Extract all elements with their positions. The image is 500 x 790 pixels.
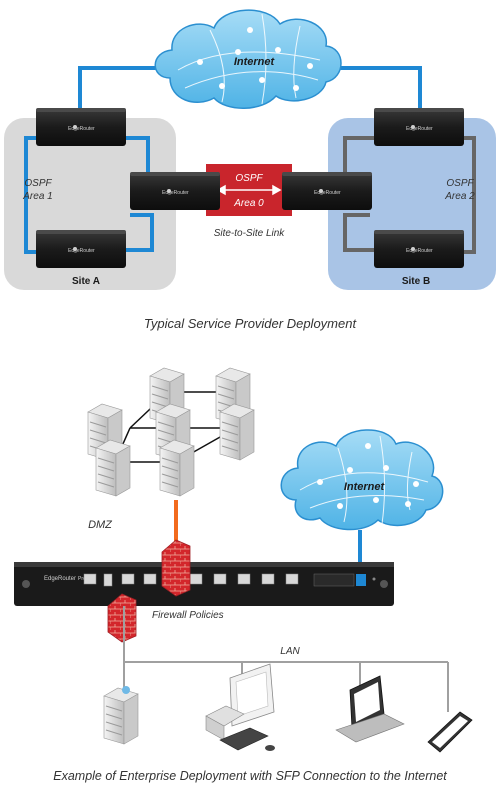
ospf-area1-label-line1: OSPF	[24, 178, 52, 189]
router-site-a-bottom: EdgeRouter	[36, 230, 126, 268]
dmz-label: DMZ	[88, 519, 113, 531]
router-site-b-top: EdgeRouter	[374, 108, 464, 146]
site-b-links	[343, 136, 476, 254]
lan-label: LAN	[280, 646, 300, 657]
router-site-b-border: EdgeRouter	[282, 172, 372, 210]
caption-top: Typical Service Provider Deployment	[144, 316, 358, 331]
router-site-a-top: EdgeRouter	[36, 108, 126, 146]
site-to-site-link-label: Site-to-Site Link	[214, 228, 286, 239]
internet-cloud-top	[154, 9, 342, 109]
firewall-lan	[107, 593, 137, 643]
router-site-a-border: EdgeRouter	[130, 172, 220, 210]
svg-text:EdgeRouter: EdgeRouter	[314, 190, 341, 196]
internet-uplinks	[78, 66, 422, 108]
desktop-computer	[205, 663, 275, 751]
ospf-area2-label-line2: Area 2	[444, 191, 475, 202]
firewall-dmz	[161, 539, 191, 597]
edgerouter-pro-rackmount: EdgeRouter Pro	[14, 562, 394, 606]
router-site-b-bottom: EdgeRouter	[374, 230, 464, 268]
site-b-label: Site B	[402, 276, 430, 287]
svg-text:EdgeRouter: EdgeRouter	[162, 190, 189, 196]
laptop	[335, 675, 405, 743]
dmz-server-5	[219, 403, 255, 461]
lan-server	[103, 686, 139, 745]
svg-text:EdgeRouter: EdgeRouter	[68, 248, 95, 254]
ospf-area1-label-line2: Area 1	[22, 191, 52, 202]
dmz-server-7	[159, 439, 195, 497]
ospf-area0-label-line1: OSPF	[235, 173, 263, 184]
router-brand-label: EdgeRouter	[44, 576, 76, 582]
dmz-server-6	[95, 439, 131, 497]
tablet	[427, 711, 473, 753]
svg-text:EdgeRouter: EdgeRouter	[406, 248, 433, 254]
ospf-area2-label-line1: OSPF	[446, 178, 474, 189]
site-a-links	[24, 136, 154, 254]
internet-label-top: Internet	[234, 56, 276, 68]
router-model-badge: Pro	[78, 576, 86, 582]
internet-label-bottom: Internet	[344, 481, 386, 493]
caption-bottom: Example of Enterprise Deployment with SF…	[53, 769, 447, 783]
ospf-area0-label-line2: Area 0	[233, 198, 264, 209]
lan-links	[123, 606, 449, 712]
svg-text:EdgeRouter: EdgeRouter	[406, 126, 433, 132]
site-a-label: Site A	[72, 276, 100, 287]
bidirectional-arrow	[216, 184, 282, 196]
internet-cloud-bottom	[280, 429, 444, 531]
svg-text:EdgeRouter: EdgeRouter	[68, 126, 95, 132]
firewall-policies-label: Firewall Policies	[152, 610, 224, 621]
